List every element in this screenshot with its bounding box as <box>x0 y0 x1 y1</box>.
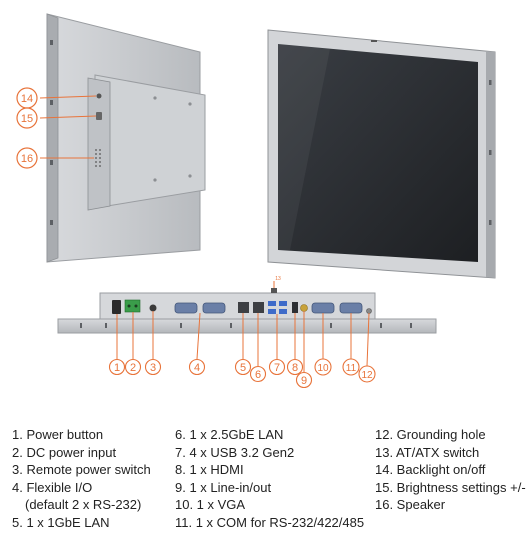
vga-port <box>311 302 335 314</box>
callout-14-label: 14 <box>21 93 33 105</box>
legend-item-2: 2. DC power input <box>12 444 117 460</box>
legend-item-12: 12. Grounding hole <box>375 427 486 442</box>
backlight-button-icon <box>96 93 102 99</box>
callout-9: 9 <box>295 371 313 389</box>
legend-item-4-note: (default 2 x RS-232) <box>25 497 142 512</box>
callout-15: 15 <box>16 107 97 129</box>
dc-input-icon <box>124 299 141 313</box>
legend-item-15: 15. Brightness settings +/- <box>375 479 526 495</box>
at-atx-switch-icon <box>271 288 277 293</box>
callout-6-label: 6 <box>255 369 261 381</box>
callout-12: 12 <box>358 365 376 383</box>
usb-port-2 <box>268 309 276 314</box>
callout-7-label: 7 <box>274 362 280 374</box>
callout-2-label: 2 <box>130 362 136 374</box>
callout-8: 8 <box>286 358 304 376</box>
legend-item-10: 10. 1 x VGA <box>175 497 246 512</box>
legend-item-9: 9. 1 x Line-in/out <box>175 479 272 495</box>
callout-10-label: 10 <box>317 363 329 374</box>
callout-3-label: 3 <box>150 362 156 374</box>
legend-column-1: 1. Power button 2. DC power input 3. Rem… <box>12 426 151 531</box>
power-button-icon <box>112 300 121 314</box>
lan-2_5gbe-port <box>253 302 264 313</box>
callout-13-label: 13 <box>275 276 281 282</box>
legend-item-14: 14. Backlight on/off <box>375 462 486 477</box>
legend-column-3: 12. Grounding hole 13. AT/ATX switch 14.… <box>375 426 526 514</box>
legend: 1. Power button 2. DC power input 3. Rem… <box>0 426 532 546</box>
legend-item-5: 5. 1 x 1GbE LAN <box>12 514 110 530</box>
callout-2: 2 <box>124 358 142 376</box>
legend-item-3: 3. Remote power switch <box>12 462 151 477</box>
usb-port-3 <box>279 301 287 306</box>
front-view <box>267 29 496 279</box>
brightness-button-icon <box>96 112 102 120</box>
callout-12-label: 12 <box>361 370 373 381</box>
usb-port-4 <box>279 309 287 314</box>
callout-16-label: 16 <box>21 153 33 165</box>
rear-view <box>46 13 206 263</box>
callout-10: 10 <box>314 358 332 376</box>
com-port <box>339 302 363 314</box>
callout-7: 7 <box>268 358 286 376</box>
io-view <box>57 288 437 334</box>
legend-item-4: 4. Flexible I/O <box>12 479 93 495</box>
callout-4-label: 4 <box>194 362 200 374</box>
callout-14: 14 <box>16 87 97 109</box>
front-camera-icon <box>371 40 377 42</box>
display-screen <box>278 44 478 262</box>
callout-4: 4 <box>188 358 206 376</box>
legend-item-6: 6. 1 x 2.5GbE LAN <box>175 427 284 442</box>
legend-item-7: 7. 4 x USB 3.2 Gen2 <box>175 444 295 460</box>
rear-box <box>94 74 206 209</box>
remote-power-icon <box>149 304 157 312</box>
bottom-frame <box>57 318 437 334</box>
grounding-hole <box>366 308 372 314</box>
flexible-io-port-2 <box>202 302 226 314</box>
legend-item-8: 8. 1 x HDMI <box>175 462 244 477</box>
callout-8-label: 8 <box>292 362 298 374</box>
legend-column-2: 6. 1 x 2.5GbE LAN 7. 4 x USB 3.2 Gen2 8.… <box>175 426 364 531</box>
front-bezel-edge <box>486 51 495 278</box>
line-in-out-port <box>300 304 308 312</box>
callout-16: 16 <box>16 147 94 169</box>
callout-15-label: 15 <box>21 113 33 125</box>
lan-1gbe-port <box>238 302 249 313</box>
legend-item-11: 11. 1 x COM for RS-232/422/485 <box>175 514 365 530</box>
callout-5-label: 5 <box>240 362 246 374</box>
legend-item-13: 13. AT/ATX switch <box>375 444 480 460</box>
callout-1: 1 <box>108 358 126 376</box>
legend-item-16: 16. Speaker <box>375 497 446 512</box>
callout-13: 13 <box>275 276 281 282</box>
usb-port-1 <box>268 301 276 306</box>
flexible-io-port-1 <box>174 302 198 314</box>
callout-9-label: 9 <box>301 375 307 387</box>
callout-6: 6 <box>249 365 267 383</box>
legend-item-1: 1. Power button <box>12 427 104 442</box>
hdmi-port <box>292 302 298 313</box>
speaker-grille-icon <box>95 149 101 167</box>
callout-5: 5 <box>234 358 252 376</box>
callout-3: 3 <box>144 358 162 376</box>
callout-11: 11 <box>342 358 360 376</box>
rear-control-strip <box>87 77 111 211</box>
rear-panel-edge <box>46 13 59 263</box>
callout-1-label: 1 <box>114 362 120 374</box>
callout-11-label: 11 <box>346 363 357 374</box>
